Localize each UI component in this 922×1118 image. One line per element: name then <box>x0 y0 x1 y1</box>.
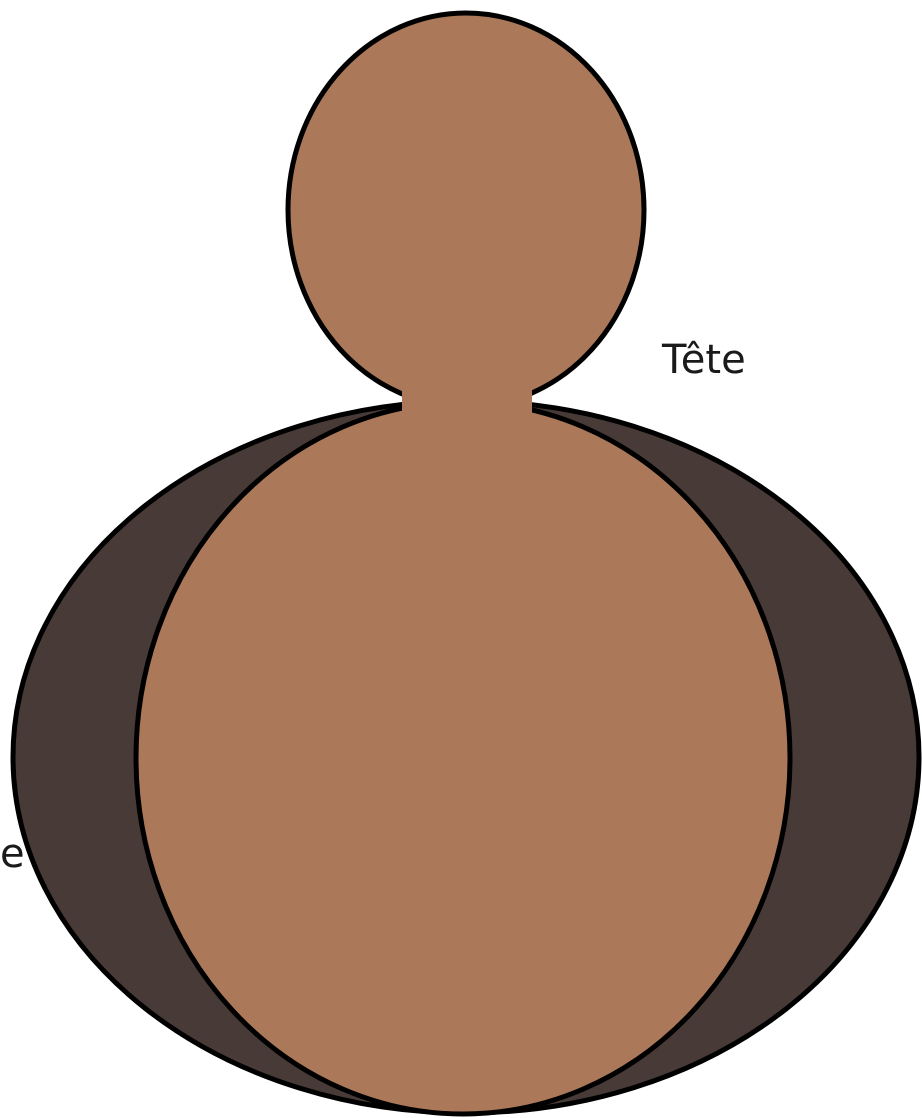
body-shape <box>136 402 790 1114</box>
body-label-partial: e <box>0 834 25 874</box>
head-label: Tête <box>662 340 746 380</box>
head-shape <box>288 13 644 407</box>
neck-shape <box>402 372 532 420</box>
